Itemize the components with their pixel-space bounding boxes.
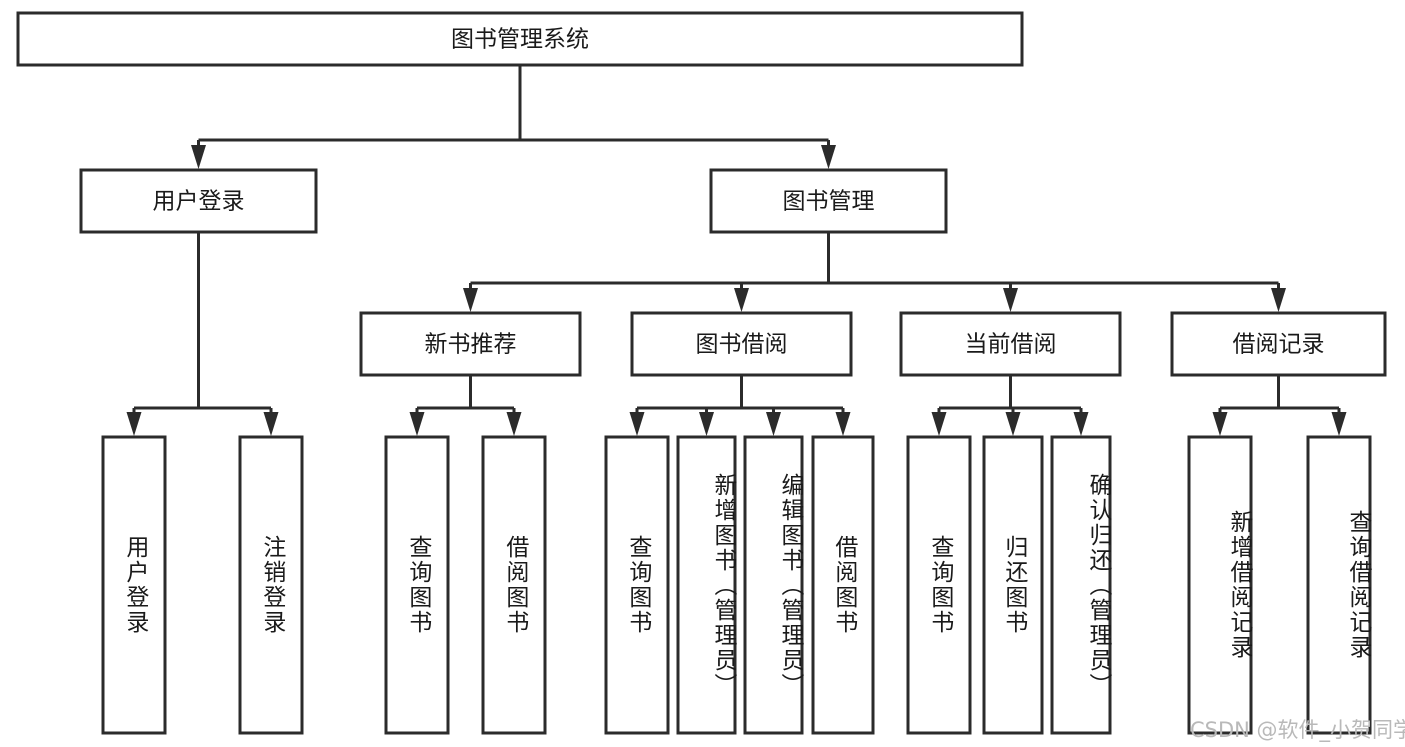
node-leaf-borrow-book-2[interactable] [811, 435, 875, 735]
node-leaf-query-book-1[interactable] [384, 435, 450, 735]
connector-group-book-manage [463, 232, 1286, 312]
node-new-book-rec[interactable] [359, 311, 582, 377]
node-leaf-logout[interactable] [238, 435, 304, 735]
connector-group-book-borrow [629, 375, 851, 436]
node-label-book-borrow: 图书借阅 [696, 332, 788, 358]
node-label-current-borrow: 当前借阅 [965, 332, 1057, 358]
node-leaf-user-login[interactable] [101, 435, 167, 735]
connector-group-user-login [126, 232, 279, 436]
connector-group-new-book-rec [409, 375, 522, 436]
node-label-user-login: 用户登录 [153, 189, 245, 215]
connector-layer [126, 65, 1347, 436]
node-leaf-confirm-return[interactable] [1050, 435, 1112, 735]
node-leaf-borrow-book-1[interactable] [481, 435, 547, 735]
watermark: CSDN @软件_小贺同学 [1190, 718, 1405, 742]
node-user-login[interactable] [79, 168, 318, 234]
node-leaf-add-record[interactable] [1187, 435, 1253, 735]
node-root[interactable] [16, 11, 1024, 67]
node-leaf-query-record[interactable] [1306, 435, 1372, 735]
node-label-root: 图书管理系统 [451, 27, 589, 53]
node-leaf-query-book-2[interactable] [604, 435, 670, 735]
node-label-book-manage: 图书管理 [783, 189, 875, 215]
node-book-borrow[interactable] [630, 311, 853, 377]
node-leaf-query-book-3[interactable] [906, 435, 972, 735]
connector-group-current-borrow [931, 375, 1089, 436]
node-label-borrow-record: 借阅记录 [1233, 332, 1325, 358]
connector-group-root [191, 65, 836, 169]
node-book-manage[interactable] [709, 168, 948, 234]
node-label-new-book-rec: 新书推荐 [425, 332, 517, 358]
node-leaf-add-book[interactable] [676, 435, 737, 735]
node-leaf-edit-book[interactable] [743, 435, 804, 735]
connector-group-borrow-record [1212, 375, 1347, 436]
node-current-borrow[interactable] [899, 311, 1122, 377]
node-borrow-record[interactable] [1170, 311, 1387, 377]
node-leaf-return-book[interactable] [982, 435, 1044, 735]
